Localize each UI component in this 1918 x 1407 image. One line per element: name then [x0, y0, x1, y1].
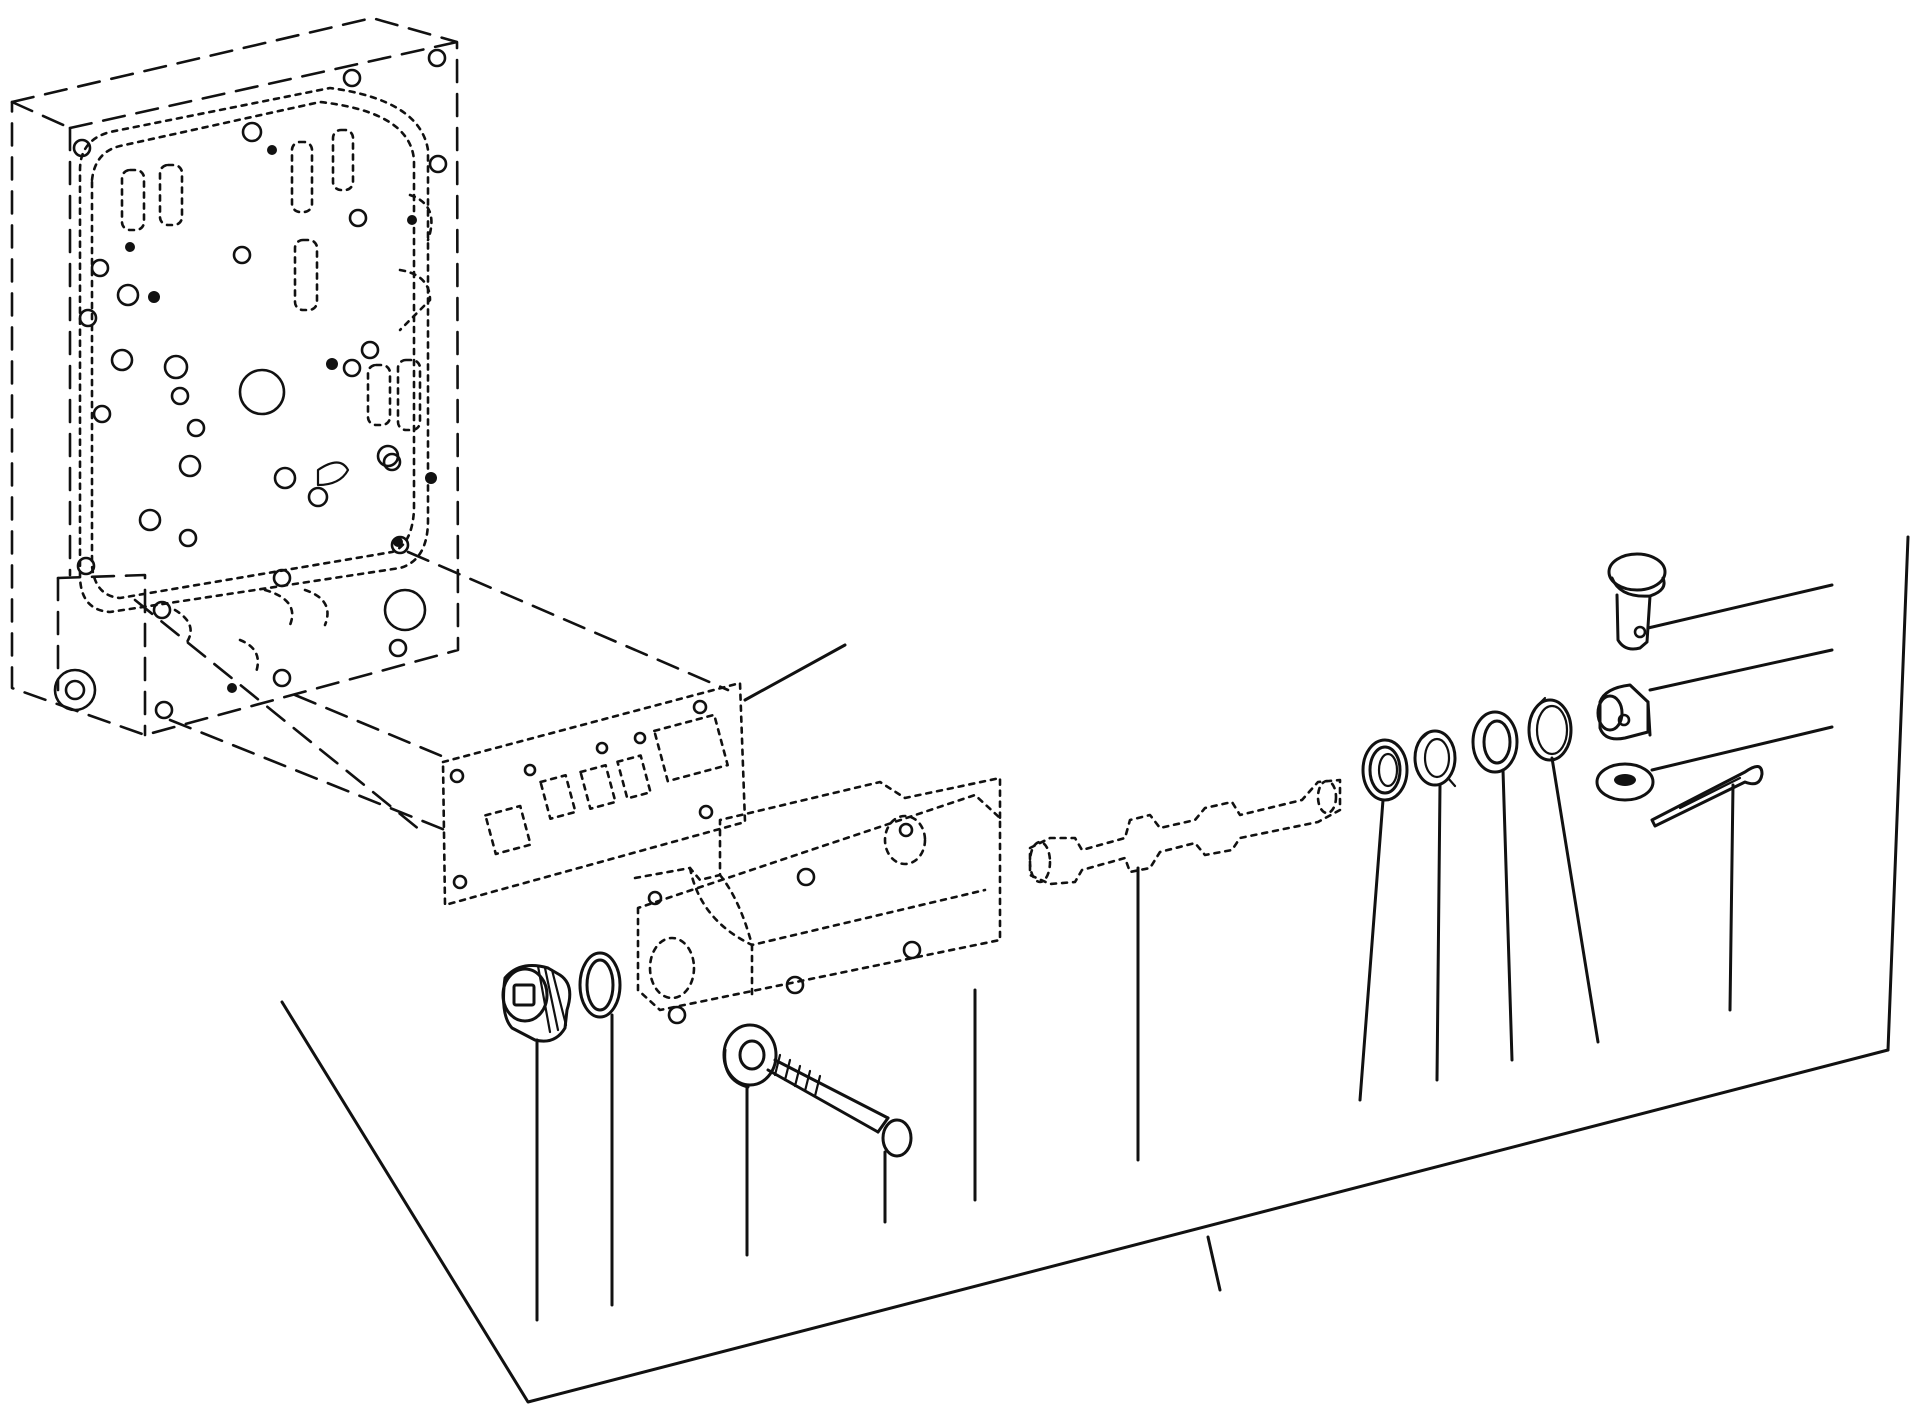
leader-gasket — [743, 643, 847, 702]
cotter-pin — [1650, 765, 1764, 828]
spool — [1028, 778, 1342, 886]
flat-washer — [1471, 710, 1519, 774]
leader-retaining-ring — [1550, 756, 1600, 1044]
bolt — [766, 1053, 913, 1158]
retaining-ring — [1527, 696, 1573, 762]
oil-seal — [1361, 738, 1409, 802]
leader-bushing — [1648, 648, 1834, 692]
leader-clevis-pin — [1646, 583, 1834, 630]
projection-lines — [133, 550, 730, 832]
leader-oil-seal — [1358, 798, 1385, 1102]
leader-pin-washer — [1650, 725, 1834, 772]
leader-snap-ring — [1435, 783, 1442, 1082]
plug — [501, 964, 572, 1043]
valve-body-housing — [10, 16, 460, 737]
clevis-pin — [1607, 552, 1667, 651]
o-ring — [578, 951, 622, 1019]
valve-cover-block — [633, 776, 1002, 1025]
bushing — [1596, 683, 1652, 741]
leader-cotter-pin — [1728, 783, 1735, 1012]
leader-flat-washer — [1501, 768, 1514, 1062]
assembly-bracket — [280, 535, 1910, 1404]
gasket-plate — [441, 681, 747, 907]
snap-ring — [1413, 729, 1457, 788]
washer — [722, 1023, 778, 1089]
pin-washer — [1595, 762, 1655, 802]
